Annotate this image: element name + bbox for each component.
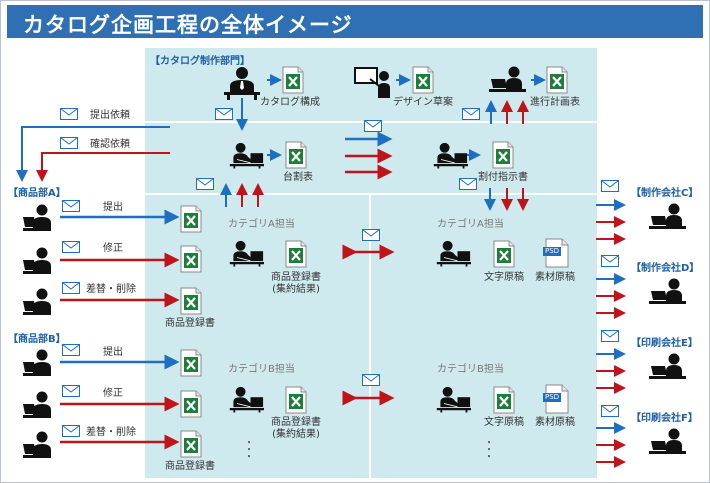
psd-badge: PSD: [543, 247, 562, 256]
desk-worker-icon: [228, 140, 264, 170]
category-a-label: カテゴリA担当: [437, 219, 504, 230]
registration-summary-label: 商品登録書: [271, 417, 321, 428]
excel-file-icon: [180, 430, 202, 458]
desk-worker-icon: [435, 384, 471, 414]
mail-icon: [60, 108, 78, 120]
excel-file-icon: [180, 205, 202, 233]
layout-sheet-label: 台割表: [283, 172, 313, 183]
person-laptop-icon: [22, 430, 54, 460]
excel-file-icon: [180, 349, 202, 377]
excel-file-icon: [285, 141, 307, 169]
excel-file-icon: [412, 66, 434, 94]
continuation-dots: ・ ・ ・: [244, 438, 254, 463]
dept-a-label: 【商品部A】: [8, 188, 66, 199]
product-registration-label: 商品登録書: [165, 461, 215, 472]
excel-file-icon: [180, 390, 202, 418]
replace-delete-label: 差替・削除: [86, 284, 136, 295]
presenter-icon: [354, 66, 394, 100]
title-bar: カタログ企画工程の全体イメージ: [7, 5, 703, 38]
desk-worker-icon: [228, 384, 264, 414]
company-c-label: 【制作会社C】: [631, 188, 699, 199]
panel-divider: [369, 195, 371, 478]
mail-icon: [601, 180, 619, 192]
submit-label: 提出: [103, 202, 123, 213]
person-laptop-icon: [22, 246, 54, 276]
revise-label: 修正: [103, 243, 123, 254]
request-submit-label: 提出依頼: [90, 110, 130, 121]
registration-summary-sublabel: (集約結果): [272, 429, 320, 440]
mail-icon: [62, 282, 80, 294]
registration-summary-sublabel: (集約結果): [272, 284, 320, 295]
text-manuscript-label: 文字原稿: [484, 272, 524, 283]
worker-icon: [648, 278, 688, 308]
replace-delete-label: 差替・削除: [86, 427, 136, 438]
category-b-label: カテゴリB担当: [228, 364, 295, 375]
worker-icon: [488, 66, 528, 96]
text-manuscript-label: 文字原稿: [484, 417, 524, 428]
mail-icon: [62, 344, 80, 356]
material-manuscript-label: 素材原稿: [535, 272, 575, 283]
excel-file-icon: [180, 287, 202, 315]
catalog-dept-label: 【カタログ制作部門】: [150, 56, 250, 67]
excel-file-icon: [493, 240, 515, 268]
mail-icon: [60, 137, 78, 149]
company-e-label: 【印刷会社E】: [631, 338, 698, 349]
company-f-label: 【印刷会社F】: [631, 413, 698, 424]
design-draft-label: デザイン草案: [393, 97, 453, 108]
progress-plan-label: 進行計画表: [530, 97, 580, 108]
category-b-label: カテゴリB担当: [437, 364, 504, 375]
panel-divider: [145, 193, 597, 195]
mail-icon: [462, 108, 480, 120]
mail-icon: [601, 330, 619, 342]
revise-label: 修正: [103, 388, 123, 399]
worker-icon: [648, 428, 688, 458]
mail-icon: [364, 120, 382, 132]
dept-b-label: 【商品部B】: [8, 334, 66, 345]
person-laptop-icon: [22, 287, 54, 317]
manager-icon: [222, 66, 262, 100]
registration-summary-label: 商品登録書: [271, 272, 321, 283]
mail-icon: [62, 200, 80, 212]
material-manuscript-label: 素材原稿: [535, 417, 575, 428]
excel-file-icon: [180, 245, 202, 273]
person-laptop-icon: [22, 348, 54, 378]
product-registration-label: 商品登録書: [165, 318, 215, 329]
allocation-instructions-label: 割付指示書: [478, 172, 528, 183]
worker-icon: [648, 353, 688, 383]
mail-icon: [601, 405, 619, 417]
excel-file-icon: [285, 386, 307, 414]
worker-icon: [648, 203, 688, 233]
category-a-label: カテゴリA担当: [228, 219, 295, 230]
excel-file-icon: [282, 66, 304, 94]
person-laptop-icon: [22, 203, 54, 233]
catalog-structure-label: カタログ構成: [260, 97, 320, 108]
mail-icon: [62, 385, 80, 397]
mail-icon: [62, 241, 80, 253]
mail-icon: [601, 255, 619, 267]
submit-label: 提出: [103, 347, 123, 358]
mail-icon: [196, 178, 214, 190]
desk-worker-icon: [435, 238, 471, 268]
request-confirm-label: 確認依頼: [90, 139, 130, 150]
mail-icon: [459, 178, 477, 190]
mail-icon: [362, 229, 380, 241]
desk-worker-icon: [432, 140, 468, 170]
mail-icon: [62, 425, 80, 437]
excel-file-icon: [493, 386, 515, 414]
person-laptop-icon: [22, 390, 54, 420]
excel-file-icon: [492, 141, 514, 169]
mail-icon: [362, 374, 380, 386]
excel-file-icon: [285, 240, 307, 268]
company-d-label: 【制作会社D】: [631, 263, 700, 274]
excel-file-icon: [546, 66, 568, 94]
page-title: カタログ企画工程の全体イメージ: [23, 13, 353, 37]
desk-worker-icon: [228, 238, 264, 268]
continuation-dots: ・ ・ ・: [484, 438, 494, 463]
mail-icon: [215, 108, 233, 120]
psd-badge: PSD: [543, 393, 562, 402]
